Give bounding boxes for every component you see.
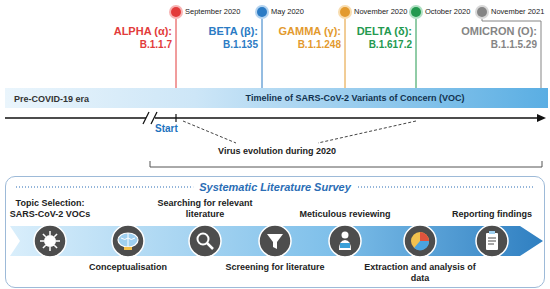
icon-part bbox=[54, 245, 57, 248]
icon-part bbox=[267, 234, 283, 249]
process-step: Meticulous reviewing bbox=[328, 224, 362, 258]
icon-part bbox=[198, 234, 209, 245]
process-step: Screening for literature bbox=[258, 224, 292, 258]
date-label: September 2020 bbox=[185, 6, 240, 18]
icon-part bbox=[420, 232, 429, 241]
process-step: Conceptualisation bbox=[111, 224, 145, 258]
step-label: Reporting findings bbox=[442, 209, 542, 220]
lineage-code: B.1.1.248 bbox=[298, 39, 341, 51]
icon-part bbox=[489, 231, 495, 234]
icon-part bbox=[56, 240, 60, 242]
lineage-code: B.1.1.7 bbox=[140, 39, 172, 51]
timeline-band bbox=[5, 88, 548, 108]
variant-name: ALPHA (α): bbox=[114, 25, 172, 37]
process-arrow-band bbox=[10, 226, 543, 256]
evolution-label: Virus evolution during 2020 bbox=[197, 145, 357, 157]
step-icon bbox=[403, 224, 437, 258]
icon-part bbox=[207, 243, 213, 249]
icon-part bbox=[54, 234, 57, 237]
step-icon bbox=[475, 224, 509, 258]
timeline-connector bbox=[345, 19, 346, 88]
timeline-connector bbox=[416, 19, 417, 88]
evolution-dashed-line bbox=[183, 121, 236, 143]
icon-part bbox=[43, 245, 46, 248]
icon-part bbox=[40, 240, 44, 242]
step-label: Screening for literature bbox=[225, 262, 325, 273]
step-label: Conceptualisation bbox=[78, 262, 178, 273]
variant-marker: November 2020GAMMA (γ):B.1.1.248 bbox=[340, 7, 350, 17]
process-step: Topic Selection: SARS-CoV-2 VOCs bbox=[33, 224, 67, 258]
step-icon bbox=[328, 224, 362, 258]
icon-part bbox=[121, 233, 135, 247]
step-label: Meticulous reviewing bbox=[289, 209, 401, 220]
lineage-code: B.1.1.5.29 bbox=[491, 39, 537, 51]
start-tick bbox=[175, 114, 176, 122]
icon-part bbox=[486, 233, 498, 250]
time-axis bbox=[5, 117, 538, 119]
icon-part bbox=[49, 247, 51, 251]
start-label: Start bbox=[155, 123, 178, 135]
variant-name: DELTA (δ): bbox=[357, 25, 412, 37]
step-circle bbox=[112, 225, 144, 257]
icon-part bbox=[124, 247, 132, 250]
step-icon bbox=[188, 224, 222, 258]
bracket bbox=[150, 161, 542, 167]
step-icon bbox=[111, 224, 145, 258]
evolution-dashed-line bbox=[318, 121, 416, 143]
step-circle bbox=[476, 225, 508, 257]
icon-part bbox=[49, 231, 51, 235]
variant-name: OMICRON (O): bbox=[461, 25, 537, 37]
step-circle bbox=[329, 225, 361, 257]
variant-marker: November 2021OMICRON (O):B.1.1.5.29 bbox=[477, 7, 487, 17]
process-step: Reporting findings bbox=[475, 224, 509, 258]
step-label: Extraction and analysis of data bbox=[364, 262, 476, 284]
icon-part bbox=[118, 233, 138, 247]
axis-arrowhead bbox=[537, 114, 546, 122]
lineage-code: B.1.617.2 bbox=[369, 39, 412, 51]
icon-part bbox=[342, 232, 349, 239]
axis-break-mark bbox=[151, 112, 157, 124]
timeline-band: Timeline of SARS-CoV-2 Variants of Conce… bbox=[165, 88, 545, 108]
variant-marker: May 2020BETA (β):B.1.135 bbox=[257, 7, 267, 17]
step-circle bbox=[404, 225, 436, 257]
axis-break-mark bbox=[143, 112, 149, 124]
step-circle bbox=[189, 225, 221, 257]
timeline-connector bbox=[176, 19, 177, 88]
variant-name: BETA (β): bbox=[209, 25, 258, 37]
step-label: Topic Selection: SARS-CoV-2 VOCs bbox=[4, 198, 96, 220]
icon-part bbox=[411, 232, 429, 250]
step-circle bbox=[34, 225, 66, 257]
icon-part bbox=[488, 238, 496, 244]
panel-title: Systematic Literature Survey bbox=[193, 181, 357, 194]
variant-name: GAMMA (γ): bbox=[278, 25, 341, 37]
process-step: Searching for relevant literature bbox=[188, 224, 222, 258]
date-label: October 2020 bbox=[425, 6, 470, 18]
process-step: Extraction and analysis of data bbox=[403, 224, 437, 258]
icon-part bbox=[340, 243, 350, 248]
step-icon bbox=[258, 224, 292, 258]
variant-marker: October 2020DELTA (δ):B.1.617.2 bbox=[411, 7, 421, 17]
icon-part bbox=[414, 241, 429, 250]
timeline-title: Timeline of SARS-CoV-2 Variants of Conce… bbox=[246, 93, 465, 103]
lineage-code: B.1.135 bbox=[223, 39, 258, 51]
date-label: November 2020 bbox=[354, 6, 407, 18]
date-label: May 2020 bbox=[271, 6, 304, 18]
icon-part bbox=[339, 240, 351, 250]
timeline-connector bbox=[262, 19, 263, 88]
step-icon bbox=[33, 224, 67, 258]
step-label: Searching for relevant literature bbox=[149, 198, 261, 220]
era-label: Pre-COVID-19 era bbox=[14, 93, 89, 105]
date-label: November 2021 bbox=[491, 6, 544, 18]
survey-panel: Systematic Literature SurveyTopic Select… bbox=[5, 176, 545, 288]
icon-part bbox=[43, 234, 46, 237]
icon-part bbox=[44, 235, 56, 247]
variant-marker: September 2020ALPHA (α):B.1.1.7 bbox=[171, 7, 181, 17]
step-circle bbox=[259, 225, 291, 257]
